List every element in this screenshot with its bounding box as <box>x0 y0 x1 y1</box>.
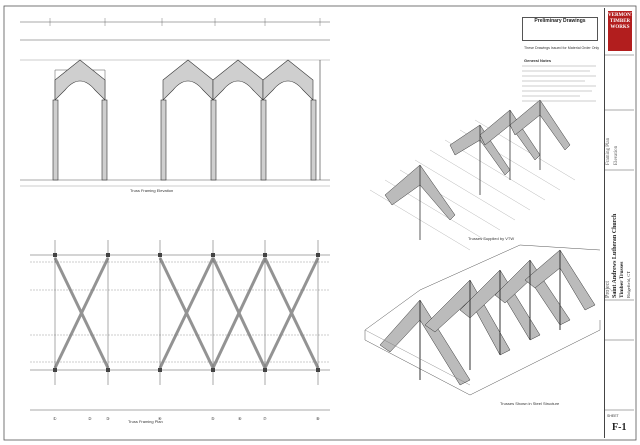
plan-title: Truss Framing Plan <box>128 419 163 424</box>
general-notes-title: General Notes <box>524 58 552 63</box>
company-logo: VERMONT TIMBER WORKS <box>608 11 635 51</box>
drawing-status-2: Elevation <box>614 145 619 165</box>
project-label: Project <box>605 281 611 298</box>
logo-line1: VERMONT <box>608 13 635 18</box>
grid-label: ⑧ <box>316 416 320 421</box>
grid-label: ④ <box>158 416 162 421</box>
grid-label: ⑤ <box>211 416 215 421</box>
sheet-border <box>3 5 637 441</box>
elevation-trusses <box>52 59 321 181</box>
notes-subtitle: These Drawings Issued for Material Order… <box>524 46 600 50</box>
plan-bracing <box>53 257 320 369</box>
steel-title: Trusses Shown in Steel Structure <box>500 401 560 406</box>
supplied-view <box>369 99 576 251</box>
notes-box <box>522 17 598 41</box>
grid-label: ⑥ <box>238 416 242 421</box>
project-subtitle: Timber Trusses <box>619 261 625 298</box>
plan-view <box>30 240 330 411</box>
grid-label: ⑦ <box>263 416 267 421</box>
supplied-title: Trusses Supplied by VTW <box>468 236 514 241</box>
general-notes-lines <box>522 65 596 102</box>
project-location: Ridgefield, CT <box>626 271 631 298</box>
project-name: Saint Andrews Lutheran Church <box>612 213 618 298</box>
logo-line2: TIMBER <box>609 19 631 24</box>
sheet-label: SHEET <box>607 414 619 418</box>
elevation-title: Truss Framing Elevation <box>130 188 173 193</box>
logo-line3: WORKS <box>610 25 630 30</box>
title-block-lines <box>604 54 634 411</box>
steel-view <box>364 244 601 396</box>
elevation-view <box>20 18 330 187</box>
sheet-number: F-1 <box>612 422 627 433</box>
drawing-status-1: Framing Plan <box>606 137 611 165</box>
grid-label: ② <box>88 416 92 421</box>
notes-title: Preliminary Drawings <box>534 18 586 24</box>
title-block <box>604 8 635 438</box>
grid-label: ③ <box>106 416 110 421</box>
grid-label: ① <box>53 416 57 421</box>
plan-posts <box>53 253 320 372</box>
